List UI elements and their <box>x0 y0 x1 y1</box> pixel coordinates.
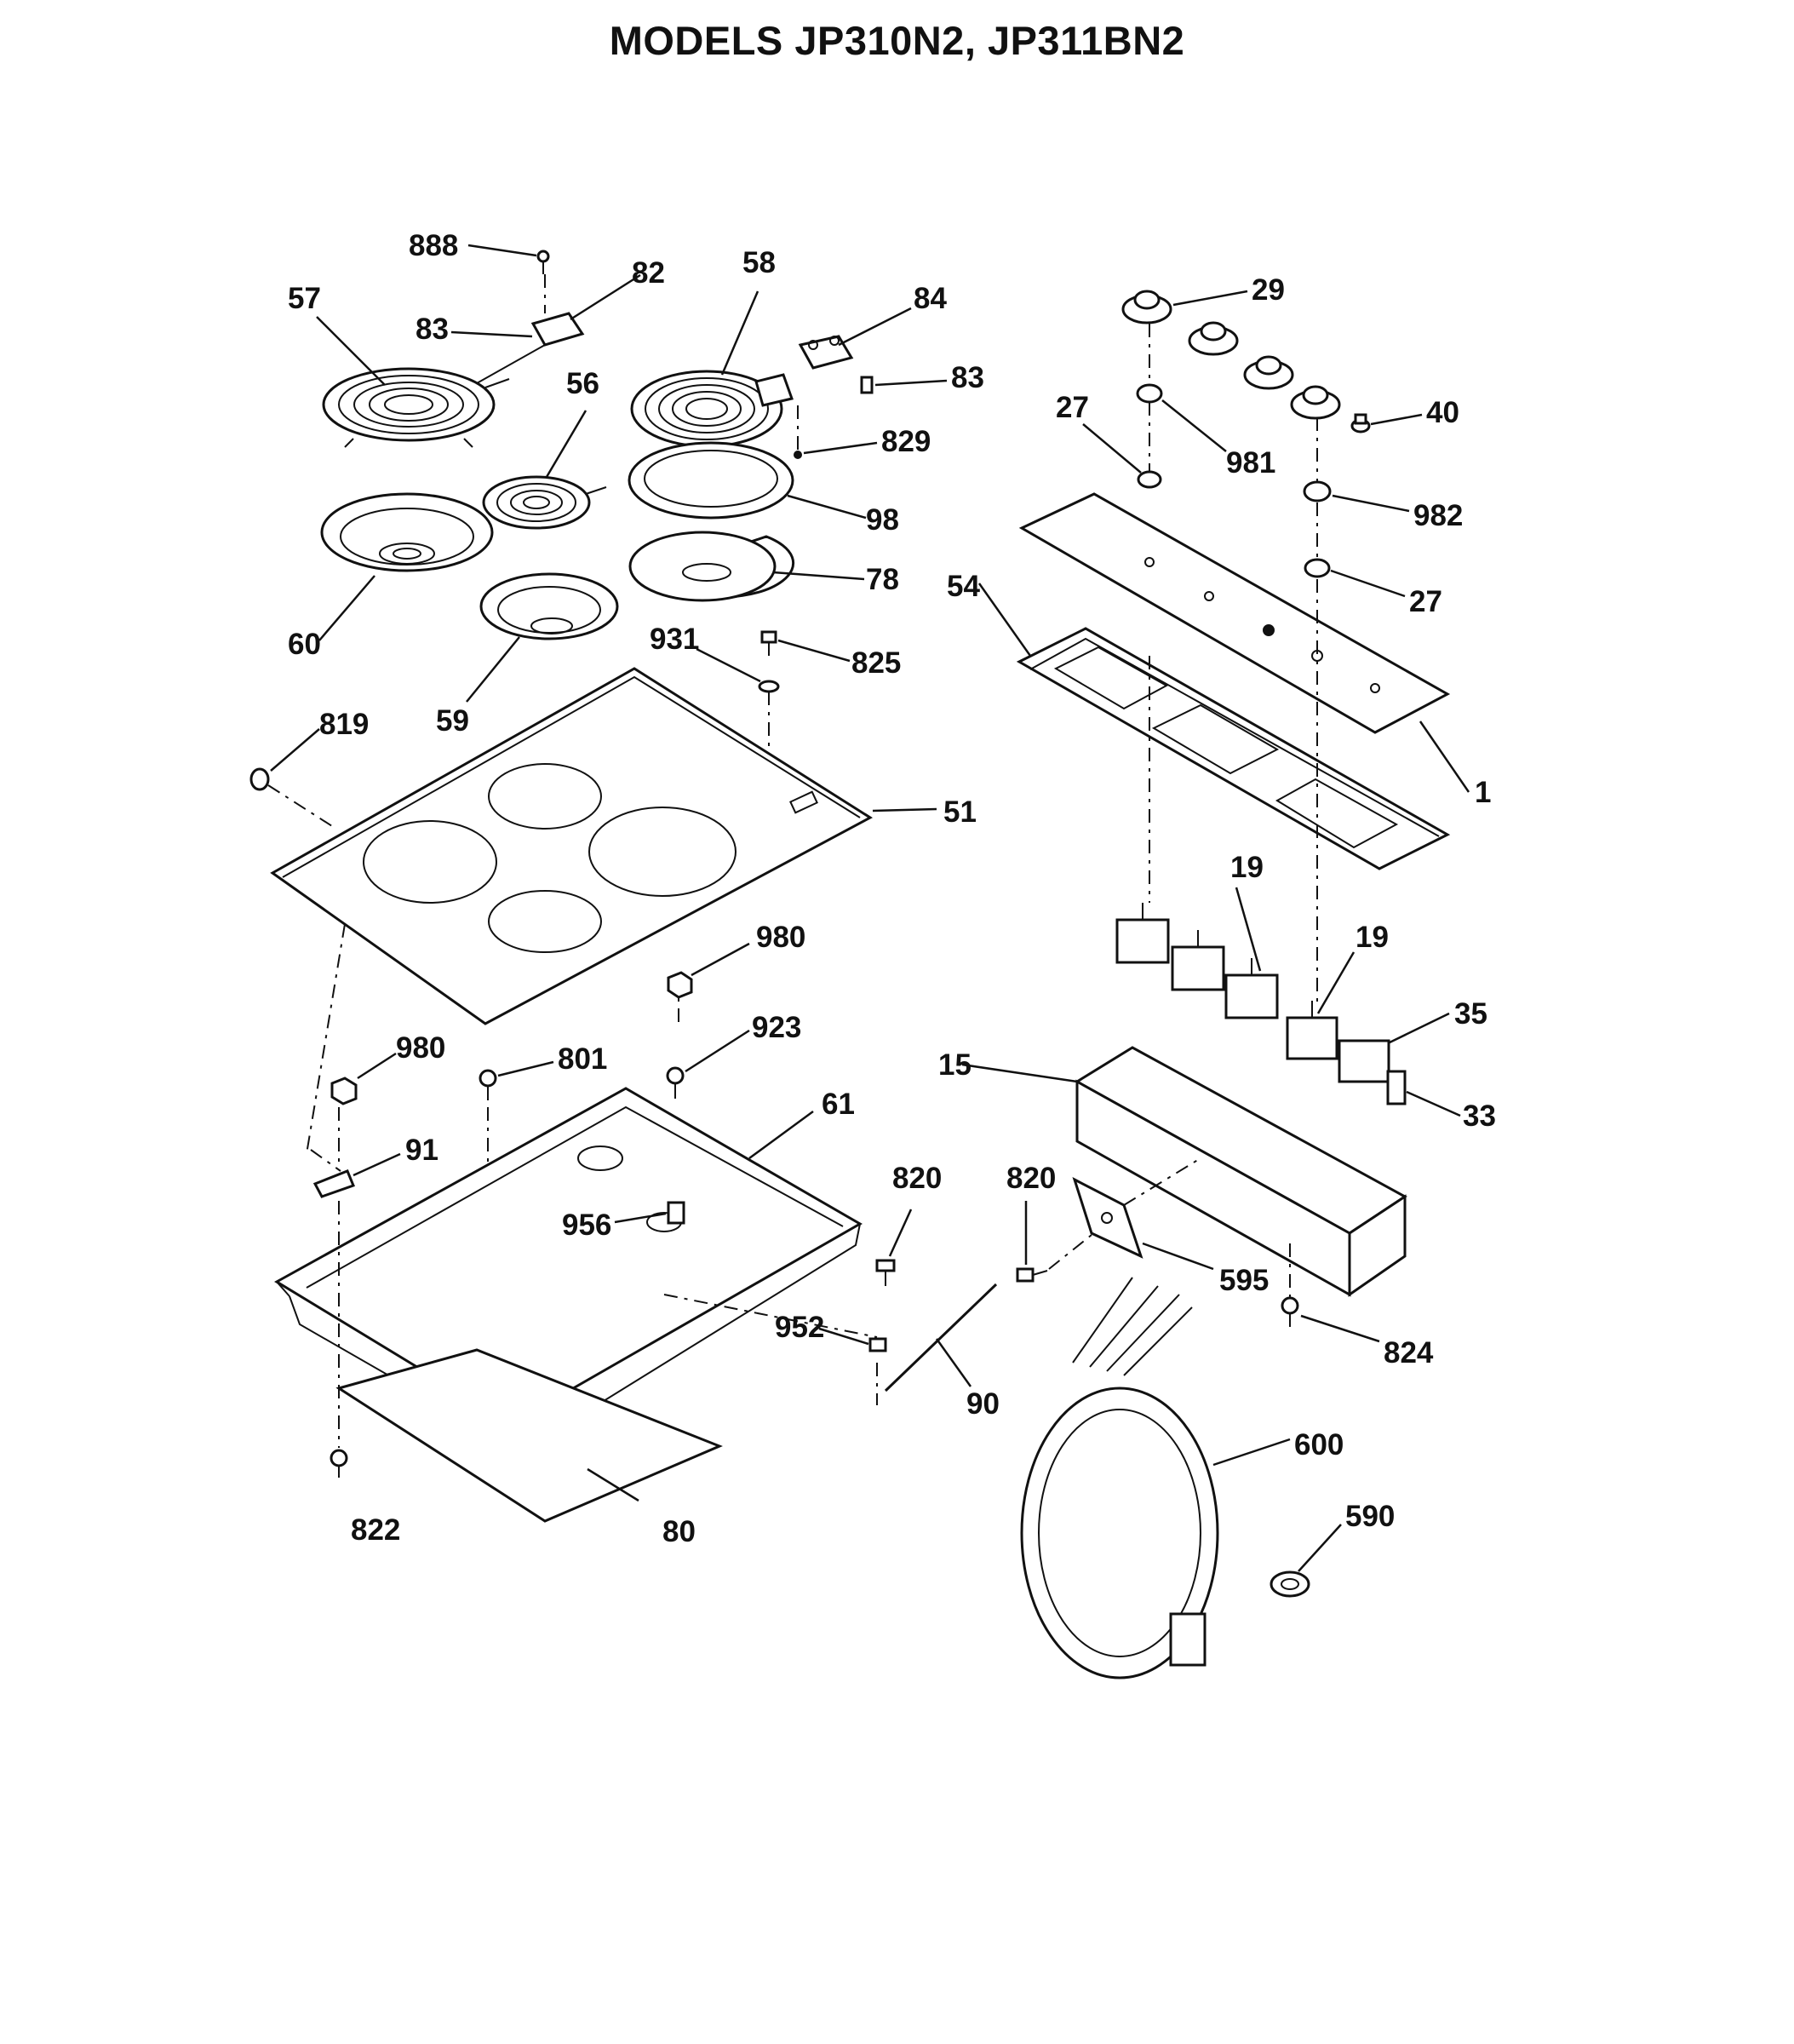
control-panel-1 <box>1018 492 1451 734</box>
callout-84: 84 <box>914 282 947 315</box>
callout-981: 981 <box>1226 446 1275 479</box>
callout-51: 51 <box>943 795 977 829</box>
trim-frame-54 <box>1016 579 1451 1005</box>
callout-825: 825 <box>851 646 901 680</box>
screw-888 <box>536 250 550 274</box>
callout-58: 58 <box>742 246 776 279</box>
callout-822: 822 <box>351 1513 400 1547</box>
page-title: MODELS JP310N2, JP311BN2 <box>609 18 1185 63</box>
callout-982: 982 <box>1413 499 1463 532</box>
callout-82: 82 <box>632 256 665 290</box>
callout-40: 40 <box>1426 396 1459 429</box>
screw-820-right <box>1016 1267 1048 1283</box>
callout-83-right: 83 <box>951 361 984 394</box>
callout-1: 1 <box>1475 776 1491 809</box>
callout-27-lower: 27 <box>1409 585 1442 618</box>
callout-820-right: 820 <box>1006 1162 1056 1195</box>
drip-pan-59 <box>479 572 619 640</box>
callout-35: 35 <box>1454 997 1487 1031</box>
callout-29: 29 <box>1252 273 1285 307</box>
callout-56: 56 <box>566 367 599 400</box>
knob-spring-981 <box>1136 324 1163 489</box>
rod-90 <box>663 1283 998 1405</box>
drip-pan-60 <box>320 492 494 572</box>
surface-unit-58 <box>630 370 794 448</box>
surface-unit-56 <box>482 475 607 530</box>
callout-980-lower: 980 <box>396 1031 445 1065</box>
callout-83-left: 83 <box>416 313 449 346</box>
infinite-switch-19 <box>1115 903 1338 1060</box>
screw-822 <box>330 1449 348 1478</box>
callout-824: 824 <box>1384 1336 1434 1369</box>
callout-801: 801 <box>558 1042 607 1076</box>
callout-19-right: 19 <box>1356 921 1389 954</box>
callout-59: 59 <box>436 704 469 738</box>
callout-98: 98 <box>866 503 899 537</box>
screw-820-center <box>875 1259 896 1286</box>
callout-91: 91 <box>405 1134 438 1167</box>
callout-888: 888 <box>409 229 458 262</box>
callout-19-left: 19 <box>1230 851 1264 884</box>
grommet-819 <box>249 767 333 827</box>
switch-35 <box>1338 1039 1390 1083</box>
insulation-pad-80 <box>335 1348 723 1523</box>
callout-27-upper: 27 <box>1056 391 1089 424</box>
callout-90: 90 <box>966 1387 1000 1421</box>
knob-spring-982 <box>1303 417 1332 578</box>
callout-15: 15 <box>938 1048 972 1082</box>
callout-820-center: 820 <box>892 1162 942 1195</box>
nut-980-upper <box>667 971 693 1022</box>
callout-57: 57 <box>288 282 321 315</box>
switch-housing-15 <box>1075 1046 1407 1297</box>
terminal-block-82 <box>476 274 585 384</box>
callout-54: 54 <box>947 570 980 603</box>
screw-923 <box>666 1066 685 1099</box>
callout-590: 590 <box>1345 1500 1395 1533</box>
surface-unit-57 <box>322 367 510 448</box>
bracket-91 <box>312 1169 355 1198</box>
clip-956 <box>667 1201 685 1225</box>
trim-ring-98 <box>628 441 794 520</box>
callout-33: 33 <box>1463 1100 1496 1133</box>
callout-78: 78 <box>866 563 899 596</box>
cooktop-51 <box>270 667 873 1025</box>
callout-600: 600 <box>1294 1428 1344 1461</box>
callout-819: 819 <box>319 708 369 741</box>
callout-952: 952 <box>775 1311 824 1344</box>
strain-relief-590 <box>1270 1570 1310 1598</box>
callout-595: 595 <box>1219 1264 1269 1297</box>
clip-83 <box>860 376 874 394</box>
burner-box-61 <box>274 1087 863 1451</box>
indicator-light-40 <box>1350 413 1371 433</box>
drip-pan-78 <box>628 531 795 602</box>
callout-80: 80 <box>662 1515 696 1548</box>
callout-829: 829 <box>881 425 931 458</box>
terminal-block-84 <box>798 335 854 370</box>
callout-923: 923 <box>752 1011 801 1044</box>
callout-60: 60 <box>288 628 321 661</box>
control-knob-29 <box>1121 290 1341 420</box>
screw-829 <box>794 405 802 459</box>
callout-956: 956 <box>562 1209 611 1242</box>
pilot-light-33 <box>1386 1070 1407 1105</box>
callout-931: 931 <box>650 623 699 656</box>
nut-980-lower <box>330 1077 358 1105</box>
bracket-595 <box>1048 1157 1201 1270</box>
callout-61: 61 <box>822 1088 855 1121</box>
screw-824 <box>1281 1243 1299 1327</box>
callout-980-upper: 980 <box>756 921 805 954</box>
power-cord-600 <box>1020 1277 1219 1679</box>
